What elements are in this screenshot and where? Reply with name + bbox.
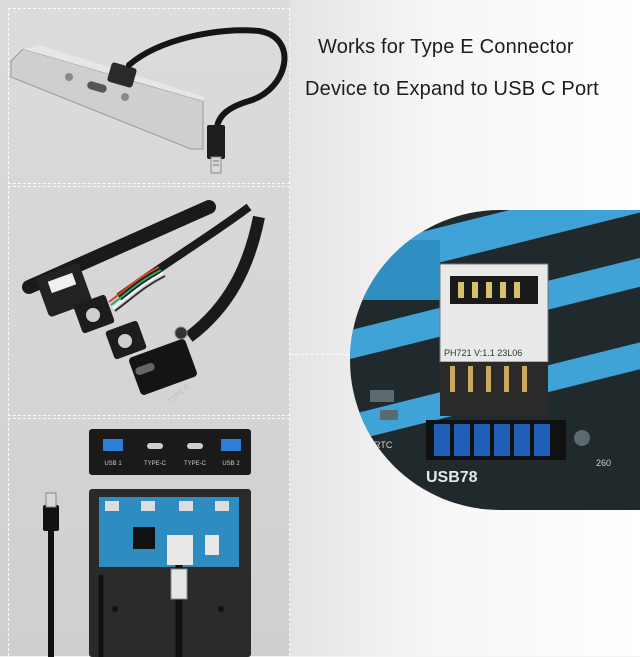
motherboard-header-zoom: PH721 V:1.1 23L06 USB78 rmo RTC 260 <box>350 210 640 510</box>
port-label-typec-1: TYPE-C <box>144 461 167 467</box>
cable-type-c-text: TYPE-C <box>167 383 191 405</box>
port-label-usb2: USB 2 <box>222 461 240 467</box>
adapter-marking-text: PH721 V:1.1 23L06 <box>444 348 522 358</box>
headline-line-2: Device to Expand to USB C Port <box>305 78 599 100</box>
headline-line-1: Works for Type E Connector <box>318 36 574 58</box>
usb78-header-label: USB78 <box>426 469 478 486</box>
drive-bay-panel-photo: USB 1 TYPE-C TYPE-C USB 2 <box>8 418 290 657</box>
port-label-typec-2: TYPE-C <box>184 461 207 467</box>
front-panel-cable-photo: TYPE-C <box>8 186 290 416</box>
bracket-cable-photo <box>8 8 290 184</box>
callout-dashed-line <box>290 354 350 355</box>
board-side-mark-right: 260 <box>596 458 611 468</box>
port-label-usb1: USB 1 <box>104 461 122 467</box>
